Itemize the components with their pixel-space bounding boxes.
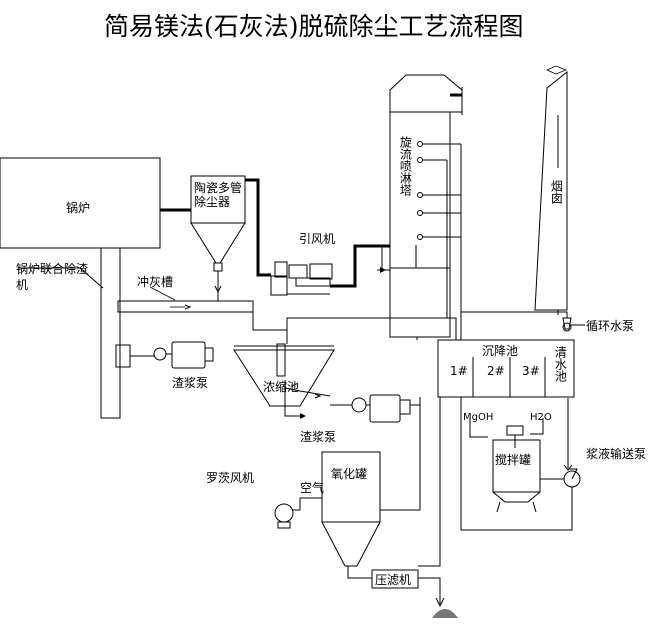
sludge-pile xyxy=(432,609,458,618)
flue-collector-to-fan xyxy=(245,178,271,277)
oxidation-tank-body xyxy=(321,451,381,523)
label-feed-pump: 浆液输送泵 xyxy=(586,447,647,461)
slag-remover-shape xyxy=(100,247,121,419)
label-slurry-pump-1: 渣浆泵 xyxy=(172,376,209,390)
ash-trough-shape xyxy=(117,300,254,313)
label-tank-2: 2# xyxy=(487,364,505,378)
label-roots-fan: 罗茨风机 xyxy=(206,471,255,485)
label-circ-pump: 循环水泵 xyxy=(586,319,635,333)
label-mgoh: MgOH xyxy=(463,412,494,423)
label-scrubber: 旋流喷淋塔 xyxy=(398,136,413,196)
slurry-pump-2-motor xyxy=(369,394,401,423)
boiler-shape xyxy=(0,157,161,249)
collector-hopper xyxy=(190,222,246,264)
label-ash-trough: 冲灰槽 xyxy=(137,275,174,289)
label-slag-remover: 锅炉联合除渣机 xyxy=(16,262,89,292)
page-title: 简易镁法(石灰法)脱硫除尘工艺流程图 xyxy=(104,12,524,41)
label-mixer: 搅拌罐 xyxy=(495,453,532,467)
label-slurry-pump-2: 渣浆泵 xyxy=(300,430,337,444)
slag-pump-base xyxy=(115,344,131,368)
mixer-shape xyxy=(492,439,541,493)
label-boiler: 锅炉 xyxy=(66,201,91,215)
filter-press-shape xyxy=(371,569,419,589)
label-clear-pool: 清水池 xyxy=(553,346,568,382)
chimney-shape xyxy=(534,70,568,311)
thickener-shape xyxy=(233,349,335,407)
label-chimney: 烟囱 xyxy=(549,180,564,204)
label-tank-3: 3# xyxy=(522,364,540,378)
circ-pump-shape xyxy=(562,317,572,330)
flue-fan-to-tower xyxy=(330,244,390,288)
label-induced-fan: 引风机 xyxy=(299,232,336,246)
label-air: 空气 xyxy=(300,481,325,495)
label-settling-tank: 沉降池 xyxy=(482,344,519,358)
induced-fan-body xyxy=(270,275,288,296)
slurry-pump-1-motor xyxy=(171,341,206,369)
settling-tank xyxy=(437,339,575,398)
label-tank-1: 1# xyxy=(450,364,468,378)
label-oxidation-tank: 氧化罐 xyxy=(331,467,368,481)
label-filter-press: 压滤机 xyxy=(375,573,412,587)
label-thickener: 浓缩池 xyxy=(263,380,300,394)
label-ceramic-collector: 陶瓷多管除尘器 xyxy=(194,181,243,210)
label-h2o: H2O xyxy=(530,412,552,423)
roots-fan-shape xyxy=(274,503,294,523)
